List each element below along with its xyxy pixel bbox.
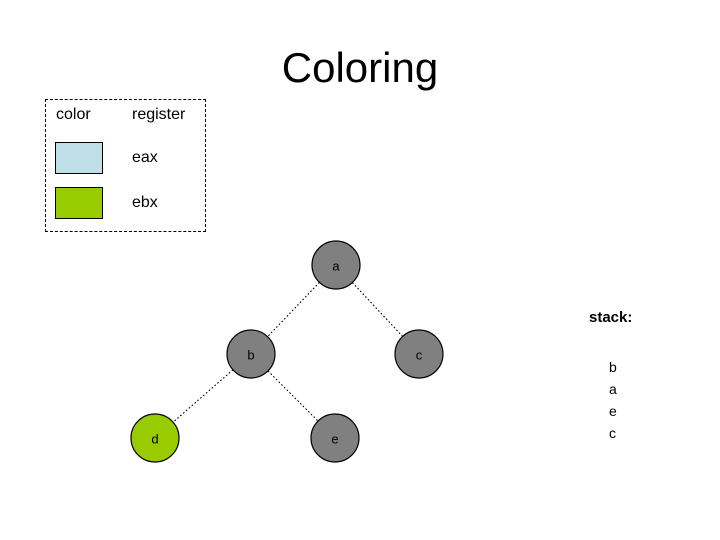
graph-node-a[interactable]: a (311, 240, 361, 290)
graph-node-c[interactable]: c (394, 329, 444, 379)
graph-nodes-layer: a b c d e (130, 240, 444, 463)
stack-label: stack: (589, 309, 633, 326)
graph-edge-a-b (267, 281, 320, 338)
graph-node-label-b: b (247, 348, 254, 363)
graph-node-label-c: c (416, 348, 423, 363)
stack-item: e (609, 403, 617, 419)
color-legend: color register eax ebx (45, 99, 206, 232)
graph-edges-layer (172, 281, 404, 423)
legend-row-eax: eax (46, 142, 205, 176)
graph-node-e[interactable]: e (310, 413, 360, 463)
graph-node-label-d: d (151, 432, 158, 447)
graph-node-label-e: e (331, 432, 338, 447)
page-title: Coloring (281, 44, 439, 91)
graph-node-circle-e[interactable] (310, 413, 360, 463)
legend-header-color: color (56, 106, 91, 123)
legend-swatch-eax (55, 142, 103, 174)
graph-node-b[interactable]: b (226, 329, 276, 379)
graph-node-circle-a[interactable] (311, 240, 361, 290)
graph-node-circle-c[interactable] (394, 329, 444, 379)
graph-edge-a-c (351, 282, 404, 337)
graph-node-label-a: a (332, 259, 340, 274)
legend-row-ebx: ebx (46, 187, 205, 221)
graph-edge-b-d (172, 369, 234, 423)
stack-item: a (609, 381, 617, 397)
stack-item: b (609, 359, 617, 375)
stack-item: c (609, 425, 616, 441)
legend-register-eax: eax (132, 149, 158, 166)
graph-node-circle-d[interactable] (130, 413, 180, 463)
graph-node-circle-b[interactable] (226, 329, 276, 379)
legend-swatch-ebx (55, 187, 103, 219)
graph-node-d[interactable]: d (130, 413, 180, 463)
legend-register-ebx: ebx (132, 194, 158, 211)
legend-header-register: register (132, 106, 186, 123)
graph-edge-b-e (267, 370, 319, 422)
